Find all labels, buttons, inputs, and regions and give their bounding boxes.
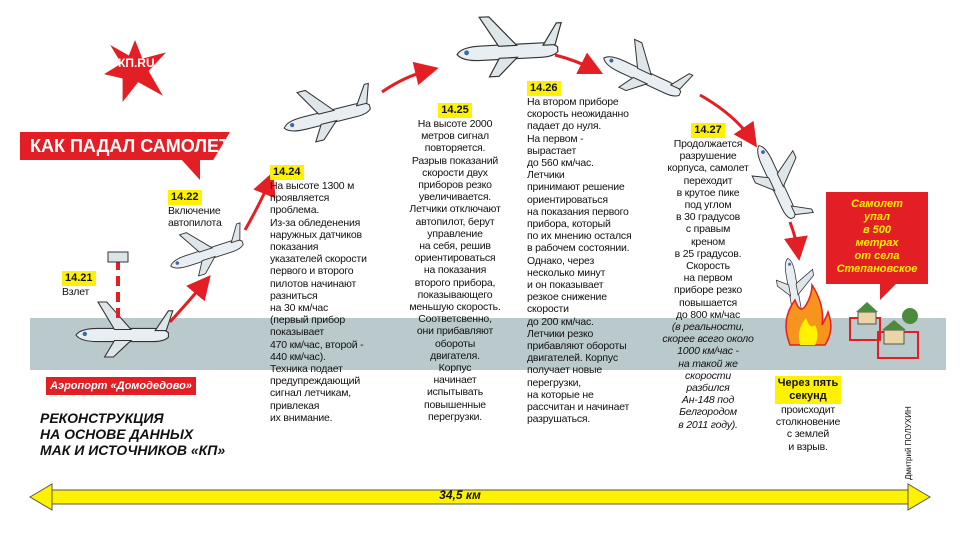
event-note: (в реальности, скорее всего около 1000 к… bbox=[662, 321, 754, 431]
path-arrow-1 bbox=[168, 275, 211, 324]
page-title: КАК ПАДАЛ САМОЛЕТ bbox=[20, 132, 230, 160]
event-time: 14.25 bbox=[438, 103, 472, 118]
plane-2000m bbox=[454, 12, 565, 80]
event-text: Продолжается разрушение корпуса, самолет… bbox=[667, 138, 749, 321]
event-1422: 14.22 Включение автопилота bbox=[168, 187, 222, 229]
path-arrow-3 bbox=[381, 61, 439, 94]
event-text: Взлет bbox=[62, 286, 90, 298]
event-text: На высоте 1300 м проявляется проблема. И… bbox=[270, 180, 367, 424]
event-text: происходит столкновение с землей и взрыв… bbox=[775, 404, 841, 453]
event-crash: Через пять секунд происходит столкновени… bbox=[772, 376, 844, 453]
kp-logo-text: КП.RU bbox=[118, 56, 155, 70]
event-text: Включение автопилота bbox=[168, 205, 222, 230]
event-time: 14.27 bbox=[691, 123, 725, 138]
event-time: 14.22 bbox=[168, 190, 202, 205]
author-credit: Дмитрий ПОЛУХИН bbox=[904, 406, 913, 480]
event-text: На высоте 2000 метров сигнал повторяется… bbox=[409, 118, 501, 423]
explosion-fire-icon bbox=[785, 282, 832, 346]
event-time: 14.26 bbox=[527, 81, 561, 96]
event-1426: 14.26 На втором приборе скорость неожида… bbox=[527, 78, 645, 425]
event-1425: 14.25 На высоте 2000 метров сигнал повто… bbox=[400, 100, 510, 423]
village-houses-icon bbox=[849, 302, 919, 359]
crash-site-box: Самолет упал в 500 метрах от села Степан… bbox=[826, 192, 928, 284]
plane-1300m bbox=[276, 74, 380, 150]
event-1421: 14.21 Взлет bbox=[62, 268, 96, 298]
path-arrow-2 bbox=[243, 171, 276, 231]
path-arrow-4 bbox=[554, 52, 604, 75]
path-arrow-6 bbox=[783, 221, 808, 261]
event-time: Через пять секунд bbox=[774, 376, 842, 404]
distance-label: 34,5 км bbox=[439, 488, 481, 502]
event-time: 14.21 bbox=[62, 271, 96, 286]
path-arrow-5 bbox=[699, 93, 758, 148]
reconstruction-note: РЕКОНСТРУКЦИЯ НА ОСНОВЕ ДАННЫХ МАК И ИСТ… bbox=[40, 410, 226, 458]
plane-takeoff bbox=[75, 301, 174, 358]
distance-arrow bbox=[29, 483, 931, 511]
control-tower-icon bbox=[107, 251, 129, 318]
event-text: На втором приборе скорость неожиданно па… bbox=[527, 96, 632, 426]
event-time: 14.24 bbox=[270, 165, 304, 180]
airport-label: Аэропорт «Домодедово» bbox=[46, 377, 196, 395]
event-1427: 14.27 Продолжается разрушение корпуса, с… bbox=[652, 120, 764, 431]
event-1424: 14.24 На высоте 1300 м проявляется пробл… bbox=[270, 162, 385, 424]
